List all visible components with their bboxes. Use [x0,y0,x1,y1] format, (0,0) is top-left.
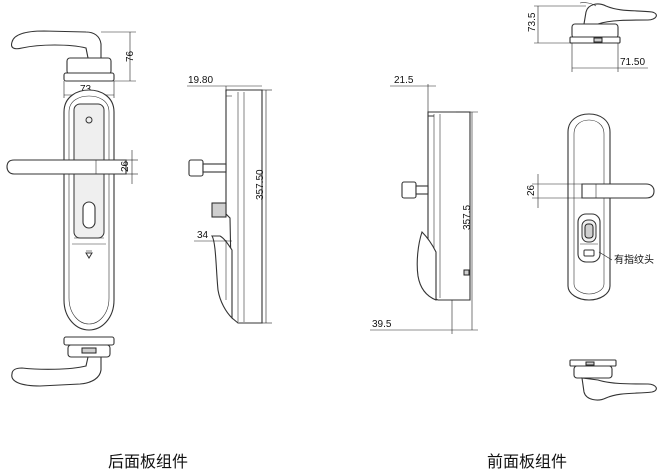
fingerprint-note: 有指纹头 [614,253,654,266]
side-view-back [188,89,263,324]
front-dim-26-label: 26 [526,184,537,196]
front-top-handle [569,2,657,44]
back-dim-76 [101,31,136,82]
front-bottom-handle [569,359,657,401]
back-dim-76-label: 76 [125,50,136,62]
side-dim-top [187,85,262,92]
front-side-dim-bottom-label: 39.5 [372,319,392,330]
side-dim-top-label: 19.80 [188,75,213,86]
back-top-handle [10,30,115,82]
side-view-front [401,111,471,301]
back-panel-caption: 后面板组件 [108,452,189,471]
front-dim-26 [532,174,582,208]
front-side-dim-height-label: 357.5 [462,205,473,230]
front-panel-caption: 前面板组件 [487,452,568,471]
back-lever [6,159,127,175]
back-panel-body [63,89,115,331]
front-side-dim-bottom [370,300,453,334]
back-dim-73-label: 73 [80,84,92,95]
side-dim-height-label: 357.50 [255,169,266,200]
front-dim-73-5 [534,5,586,44]
back-bottom-handle [11,336,115,387]
fingerprint-leader [598,251,613,261]
front-dim-71-50-label: 71.50 [620,57,645,68]
front-dim-73-5-label: 73.5 [527,12,538,32]
front-side-dim-height [452,111,478,331]
front-side-dim-top [390,84,436,112]
front-lever [581,183,655,199]
front-side-dim-top-label: 21.5 [394,75,414,86]
side-dim-height [262,89,272,324]
side-dim-34-label: 34 [197,230,209,241]
back-dim-26-label: 26 [120,160,131,172]
front-panel-body [567,113,611,301]
front-dim-71-50 [571,43,648,72]
back-dim-26 [126,150,138,184]
